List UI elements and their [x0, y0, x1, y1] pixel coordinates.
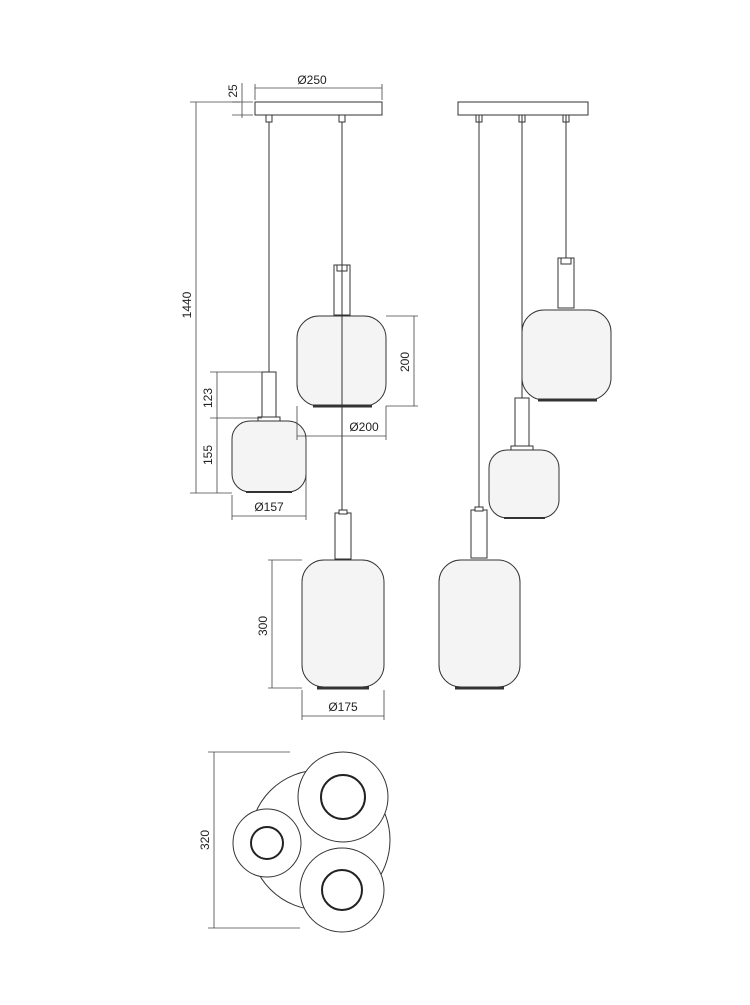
- side-view: [438, 101, 612, 690]
- label-top-view-depth: 320: [198, 830, 212, 850]
- pendant-large: [301, 509, 385, 690]
- label-medium-height: 200: [398, 352, 412, 372]
- dimension-lines: [190, 83, 418, 929]
- side-canopy: [457, 101, 589, 116]
- top-pendant-medium: [299, 847, 385, 933]
- label-small-height: 155: [201, 445, 215, 465]
- pendant-medium: [296, 264, 387, 408]
- top-pendant-small: [232, 808, 302, 878]
- pendant-small: [231, 371, 307, 493]
- label-canopy-height: 25: [226, 84, 240, 98]
- dimension-labels: Ø250 25 1440 123 155 Ø157 200 Ø200 300 Ø…: [180, 73, 412, 850]
- label-small-neck: 123: [201, 388, 215, 408]
- top-view: [232, 751, 391, 933]
- label-large-diameter: Ø175: [328, 700, 358, 714]
- side-pendant-small: [488, 397, 560, 519]
- label-total-height: 1440: [180, 291, 194, 318]
- label-medium-diameter: Ø200: [349, 420, 379, 434]
- side-pendant-large: [438, 506, 521, 690]
- canopy: [254, 101, 383, 116]
- label-canopy-diameter: Ø250: [297, 73, 327, 87]
- side-pendant-medium: [521, 257, 612, 402]
- label-small-diameter: Ø157: [254, 500, 284, 514]
- top-pendant-large: [297, 751, 389, 843]
- front-view: [231, 101, 387, 690]
- label-large-height: 300: [256, 616, 270, 636]
